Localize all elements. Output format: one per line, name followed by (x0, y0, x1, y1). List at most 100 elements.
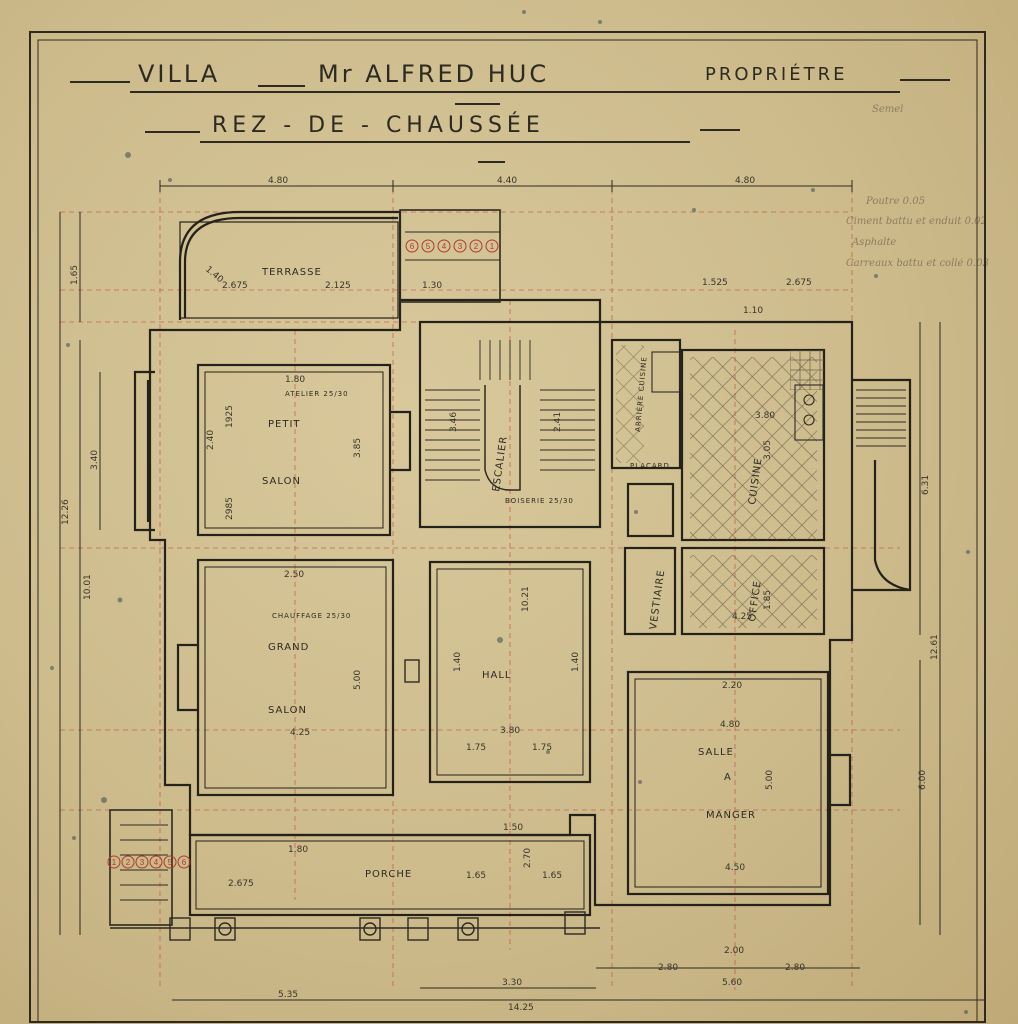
dim: 12.61 (930, 634, 940, 660)
step-marker-6 (405, 239, 419, 253)
margin-note: Semel (872, 104, 904, 115)
main-staircase (425, 340, 595, 491)
step-marker-3 (453, 239, 467, 253)
dim: 3.80 (755, 411, 775, 421)
tile-area (790, 350, 824, 390)
dim: 10.21 (521, 586, 531, 612)
dim: 14.25 (508, 1003, 534, 1013)
dim: 1.30 (422, 281, 442, 291)
step-marker-5 (421, 239, 435, 253)
step-number: 5 (426, 242, 431, 251)
dim: 4.50 (725, 863, 745, 873)
dim: 1.525 (702, 278, 728, 288)
dim: 1.50 (503, 823, 523, 833)
dim: 5.60 (722, 978, 742, 988)
step-number: 2 (474, 242, 479, 251)
label-vestiaire: VESTIAIRE (648, 569, 667, 631)
porch-columns (110, 911, 600, 941)
step-number: 6 (410, 242, 415, 251)
dim: 1.85 (763, 590, 773, 610)
ink-stains (50, 10, 970, 1014)
step-number: 1 (112, 858, 117, 867)
margin-note: Carreaux battu et collé 0.03 (846, 258, 989, 269)
dim: 4.80 (735, 176, 755, 186)
step-marker-2 (469, 239, 483, 253)
label-terrasse: TERRASSE (261, 267, 322, 278)
dim: 10.01 (83, 574, 93, 600)
dim: 3.80 (500, 726, 520, 736)
dim: 1.40 (571, 652, 581, 672)
label-chauffage: CHAUFFAGE 25/30 (272, 612, 351, 620)
title-floor: REZ - DE - CHAUSSÉE (212, 113, 545, 138)
title-role: PROPRIÉTRE (705, 64, 848, 85)
label-petit-salon: SALON (262, 476, 301, 487)
label-placard: PLACARD (630, 462, 670, 470)
step-marker-1 (485, 239, 499, 253)
label-porche: PORCHE (365, 869, 412, 880)
dim: 3.40 (90, 450, 100, 470)
dim: 2985 (225, 497, 235, 520)
margin-note: Poutre 0.05 (866, 196, 925, 207)
dim: 3.30 (502, 978, 522, 988)
label-escalier: ESCALIER (491, 435, 510, 492)
dim: 2.80 (785, 963, 805, 973)
dim: 1.65 (70, 265, 80, 285)
dim: 2.125 (325, 281, 351, 291)
label-a: A (724, 772, 732, 783)
dim: 4.80 (720, 720, 740, 730)
dim: 3.85 (353, 438, 363, 458)
kitchen-fixtures (404, 351, 824, 683)
dim: 3.05 (763, 440, 773, 460)
top-step-markers: 6 5 4 3 2 1 (405, 239, 499, 253)
title-rules (70, 79, 950, 163)
sheet-inner-frame (37, 39, 978, 1023)
step-number: 4 (442, 242, 447, 251)
dim: 1.40 (453, 652, 463, 672)
dim: 1.80 (285, 375, 305, 385)
margin-note: Asphalte (852, 237, 897, 248)
dim: 6.31 (921, 475, 931, 495)
step-number: 3 (140, 858, 145, 867)
label-grand-salon: SALON (268, 705, 307, 716)
step-number: 4 (154, 858, 159, 867)
step-marker-4 (437, 239, 451, 253)
dimension-labels: 4.80 4.40 4.80 5.35 3.30 14.25 2.80 2.80… (61, 176, 940, 1013)
terrace-steps (399, 209, 501, 303)
office-floor-pattern (690, 555, 817, 628)
label-petit: PETIT (268, 419, 301, 430)
dim: 5.35 (278, 990, 298, 1000)
arriere-cuisine-pattern (616, 345, 644, 463)
dim: 1.10 (743, 306, 763, 316)
bottom-step-markers: 1 2 3 4 5 6 (107, 855, 191, 869)
dimension-lines (59, 180, 985, 1001)
label-grand: GRAND (268, 642, 309, 653)
label-manger: MANGER (706, 810, 756, 821)
dim: 4.40 (497, 176, 517, 186)
dim: 2.50 (284, 570, 304, 580)
label-salle: SALLE (698, 747, 734, 758)
dim: 5.00 (765, 770, 775, 790)
dim: 2.70 (523, 848, 533, 868)
dim: 5.00 (353, 670, 363, 690)
step-number: 2 (126, 858, 131, 867)
dim: 1.75 (466, 743, 486, 753)
dim: 3.46 (449, 412, 459, 432)
dim: 2.675 (222, 281, 248, 291)
margin-note: Ciment battu et enduit 0.02 (846, 216, 987, 227)
step-number: 5 (168, 858, 173, 867)
dim: 2.00 (724, 946, 744, 956)
dim: 1.65 (466, 871, 486, 881)
dim: 1925 (225, 405, 235, 428)
title-owner: Mr ALFRED HUC (318, 60, 550, 88)
dim: 4.25 (732, 612, 752, 622)
label-atelier: ATELIER 25/30 (285, 390, 349, 398)
dim: 2.41 (553, 412, 563, 432)
dim: 12.26 (61, 499, 71, 525)
label-boiserie: BOISERIE 25/30 (505, 497, 574, 505)
dim: 1.65 (542, 871, 562, 881)
dim: 2.675 (228, 879, 254, 889)
dim: 1.80 (288, 845, 308, 855)
title-villa: VILLA (138, 60, 221, 88)
step-number: 1 (490, 242, 495, 251)
